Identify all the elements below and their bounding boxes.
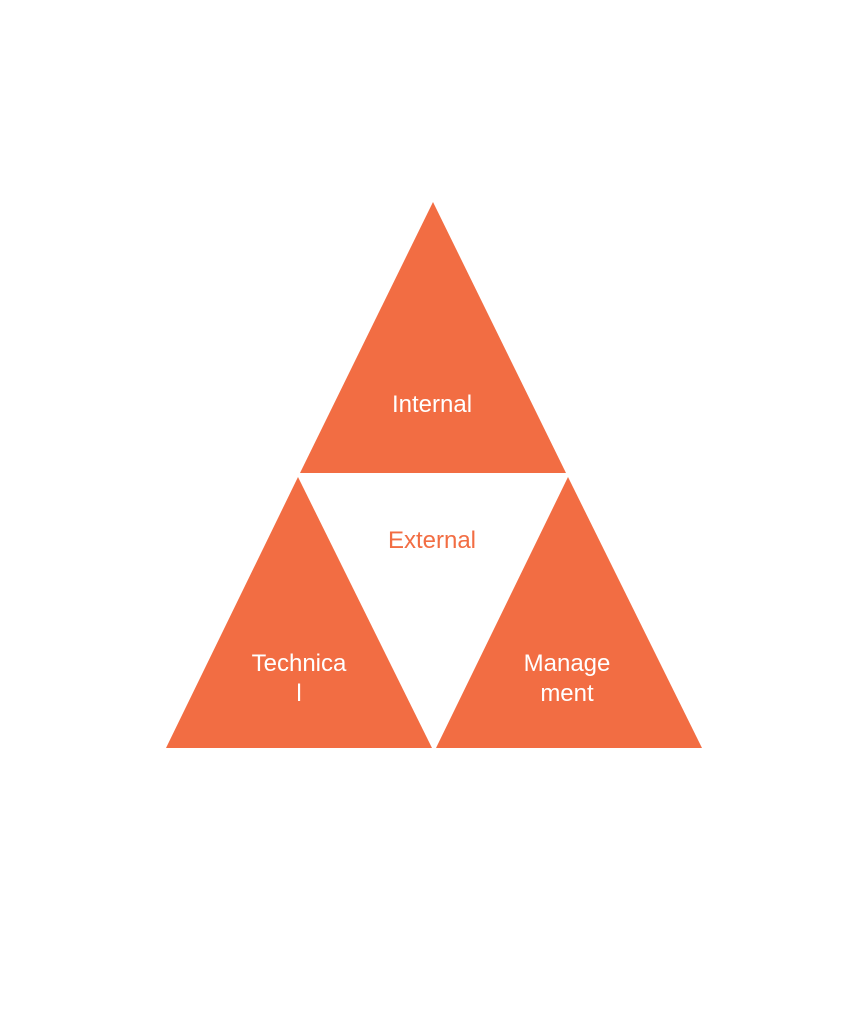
triangle-management [436, 477, 702, 748]
label-technical-line2: l [296, 680, 302, 707]
label-external: External [387, 527, 477, 554]
label-technical: Technica l [199, 649, 399, 709]
label-internal: Internal [391, 391, 473, 418]
label-management-line1: Manage [523, 650, 611, 677]
label-technical-line1: Technica [251, 650, 347, 677]
label-management: Manage ment [467, 649, 667, 709]
label-management-line2: ment [540, 680, 594, 707]
triangle-technical [166, 477, 432, 748]
triangle-internal [300, 202, 566, 473]
